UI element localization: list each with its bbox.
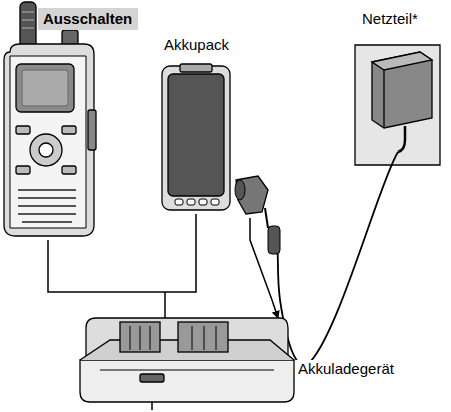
part-name: Netzteil* (360, 10, 420, 28)
radio (4, 2, 96, 236)
instruction-text: Ausschalten (43, 10, 133, 28)
highlight-band: Ausschalten (38, 8, 138, 30)
part-name: Akkupack (162, 36, 231, 54)
charger (80, 318, 294, 402)
ac-adapter (355, 45, 440, 165)
part-name: Akkuladegerät (296, 360, 396, 378)
battery-pack (162, 64, 230, 210)
